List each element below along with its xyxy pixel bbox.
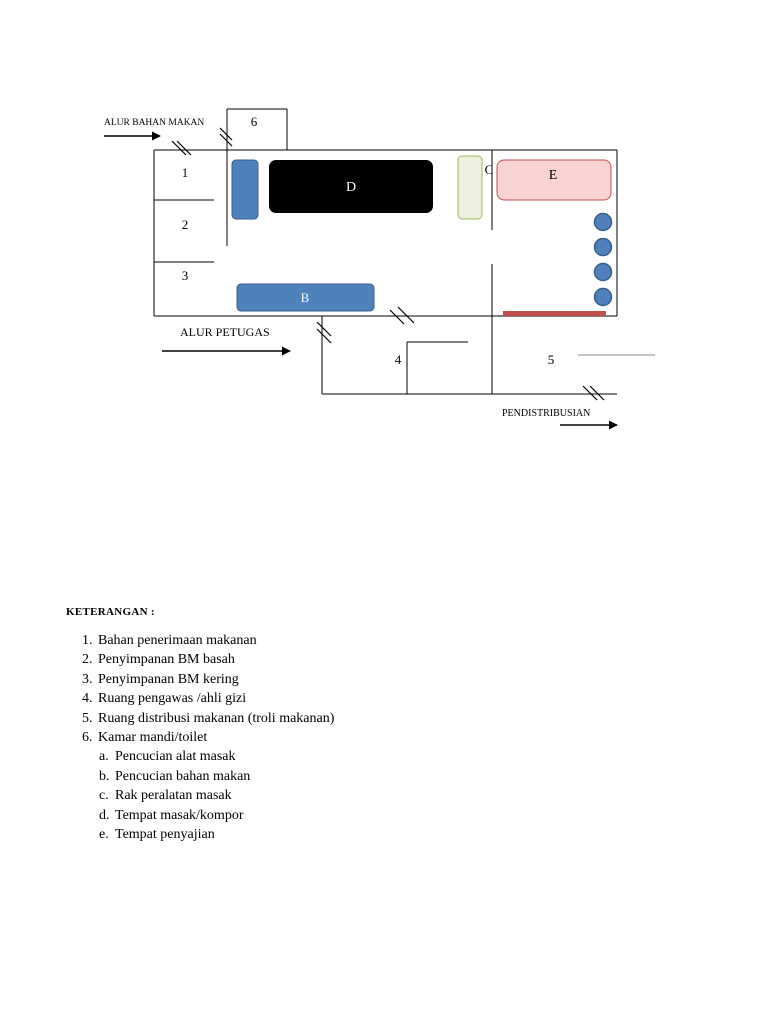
legend-subitem: b. Pencucian bahan makan	[82, 767, 334, 786]
door-mark-6	[219, 127, 233, 141]
room-label-1: 1	[182, 165, 189, 180]
flow-arrows	[104, 131, 618, 430]
legend-item-num: 1.	[82, 633, 93, 648]
legend-item-text: Bahan penerimaan makanan	[98, 633, 257, 648]
legend-item-num: 2.	[82, 652, 93, 668]
door-mark-6b	[219, 133, 233, 147]
legend-subitem-letter: b.	[99, 768, 110, 784]
legend-subitem-text: Pencucian alat masak	[115, 749, 236, 765]
legend-item-text: Ruang distribusi makanan (troli makanan)	[98, 710, 335, 726]
legend-item: 4. Ruang pengawas /ahli gizi	[82, 689, 334, 708]
trolley-circle	[593, 287, 613, 307]
object-label-d: D	[346, 180, 356, 195]
legend-item-text: Penyimpanan BM kering	[98, 671, 239, 687]
legend-list: 1. Bahan penerimaan makanan 2. Penyimpanan…	[82, 631, 334, 844]
legend-subitem-letter: c.	[99, 788, 109, 804]
object-b	[236, 283, 375, 312]
flow-label-petugas: ALUR PETUGAS	[180, 325, 270, 339]
object-label-a: A	[250, 165, 259, 179]
door-mark-5	[582, 385, 598, 401]
legend-item: 3. Penyimpanan BM kering	[82, 670, 334, 689]
flow-label-distribusi: PENDISTRIBUSIAN	[502, 408, 590, 419]
legend-item-num: 3.	[82, 671, 93, 687]
door-mark-4	[316, 321, 332, 337]
legend-subitem-letter: d.	[99, 807, 110, 823]
legend-subitem: d. Tempat masak/kompor	[82, 806, 334, 825]
object-d	[269, 160, 433, 213]
trolley-circles	[593, 212, 613, 307]
walls	[153, 108, 655, 395]
door-mark-1	[171, 140, 187, 156]
object-label-b: B	[301, 290, 310, 305]
legend-item-num: 4.	[82, 691, 93, 707]
legend-subitem-letter: e.	[99, 827, 109, 843]
counter-bar	[503, 311, 606, 316]
door-mark-top	[389, 309, 405, 325]
legend-item-text: Ruang pengawas /ahli gizi	[98, 691, 247, 707]
door-marks	[171, 127, 605, 401]
kitchen-floor-plan: 1 2 3 4 5 6 A D C E B ALUR BAHAN MAKAN A…	[104, 108, 655, 430]
trolley-circle	[593, 262, 613, 282]
room-label-4: 4	[395, 352, 402, 367]
door-mark-5b	[589, 385, 605, 401]
legend-subitem-text: Tempat penyajian	[115, 827, 215, 843]
trolley-circle	[593, 237, 613, 257]
legend-subitem: a. Pencucian alat masak	[82, 747, 334, 766]
door-mark-1b	[176, 140, 192, 156]
legend-subitem-text: Tempat masak/kompor	[115, 807, 244, 823]
object-label-e: E	[549, 168, 558, 183]
legend-subitem-text: Rak peralatan masak	[115, 788, 232, 804]
object-c	[457, 155, 483, 220]
legend-subitem-text: Pencucian bahan makan	[115, 768, 251, 784]
room-label-5: 5	[548, 352, 555, 367]
room-label-3: 3	[182, 268, 189, 283]
legend-subitem: c. Rak peralatan masak	[82, 786, 334, 805]
legend-subitem-letter: a.	[99, 749, 109, 765]
legend-item-num: 6.	[82, 730, 93, 746]
door-mark-4b	[316, 328, 332, 344]
object-label-c: C	[485, 162, 494, 177]
room-label-6: 6	[251, 114, 258, 129]
legend-item: 6. Kamar mandi/toilet	[82, 728, 334, 747]
object-e	[496, 159, 612, 201]
legend-item-text: Penyimpanan BM basah	[98, 652, 235, 668]
legend-item-num: 5.	[82, 710, 93, 726]
room-label-2: 2	[182, 217, 189, 232]
trolley-circle	[593, 212, 613, 232]
legend-item: 5. Ruang distribusi makanan (troli makana…	[82, 709, 334, 728]
legend-item-text: Kamar mandi/toilet	[98, 730, 208, 746]
legend-item: 1. Bahan penerimaan makanan	[82, 631, 334, 650]
legend-title: KETERANGAN :	[66, 606, 155, 618]
object-a	[231, 159, 259, 220]
flow-label-bahan-makan: ALUR BAHAN MAKAN	[104, 118, 204, 128]
door-mark-top-b	[397, 306, 415, 324]
legend-subitem: e. Tempat penyajian	[82, 825, 334, 844]
legend-item: 2. Penyimpanan BM basah	[82, 650, 334, 669]
